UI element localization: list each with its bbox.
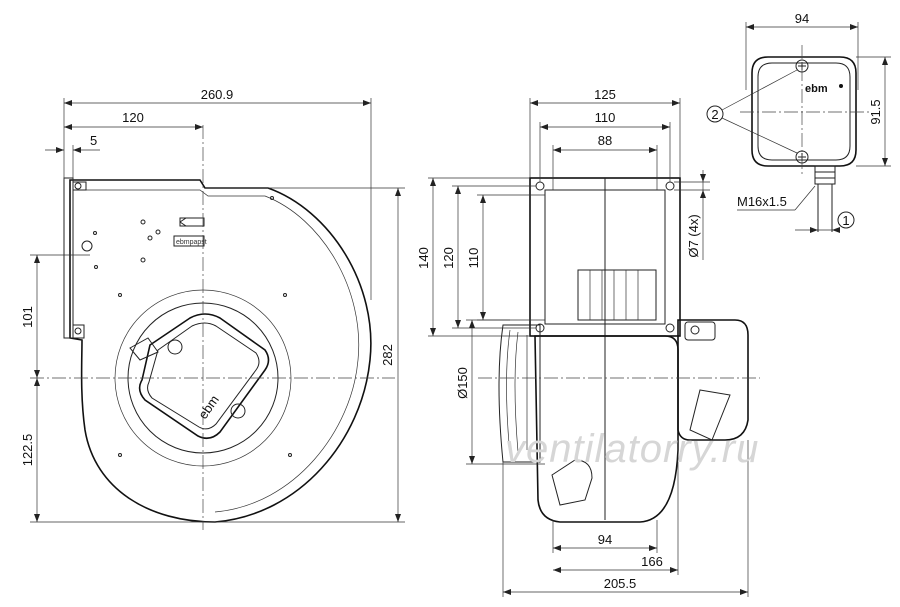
dim-side-125: 125 — [594, 87, 616, 102]
dim-upper-height: 101 — [20, 306, 35, 328]
terminal-box-view: ebm 94 91.5 2 M16x1.5 1 — [706, 11, 891, 233]
dim-bottom-166: 166 — [641, 554, 663, 569]
watermark: ventilatorry.ru — [505, 427, 759, 471]
dim-height-140: 140 — [416, 247, 431, 269]
dim-hole-dia: Ø7 (4x) — [686, 214, 701, 257]
dim-height-120: 120 — [441, 247, 456, 269]
dim-bottom-205: 205.5 — [604, 576, 637, 591]
dim-flange: 5 — [90, 133, 97, 148]
ebm-logo-text: ebm — [805, 83, 828, 95]
svg-text:ebmpapst: ebmpapst — [176, 239, 207, 246]
dim-height-total: 282 — [380, 344, 395, 366]
dim-box-height: 91.5 — [868, 99, 883, 124]
thread-label: M16x1.5 — [737, 194, 787, 209]
dim-bottom-94: 94 — [598, 532, 612, 547]
dim-inlet-dia: Ø150 — [455, 367, 470, 399]
dim-inlet-offset: 120 — [122, 110, 144, 125]
dim-lower-height: 122.5 — [20, 434, 35, 467]
front-view: ebm ebmpapst 260.9 120 — [20, 87, 405, 530]
dim-side-88: 88 — [598, 133, 612, 148]
dim-width-total: 260.9 — [201, 87, 234, 102]
callout-1: 1 — [842, 213, 849, 228]
svg-text:ebm: ebm — [195, 392, 222, 421]
dim-box-width: 94 — [795, 11, 809, 26]
dim-side-110: 110 — [595, 110, 616, 125]
dim-height-110: 110 — [466, 248, 481, 269]
callout-2: 2 — [711, 107, 718, 122]
side-view: 125 110 88 140 120 110 Ø7 — [416, 87, 760, 597]
